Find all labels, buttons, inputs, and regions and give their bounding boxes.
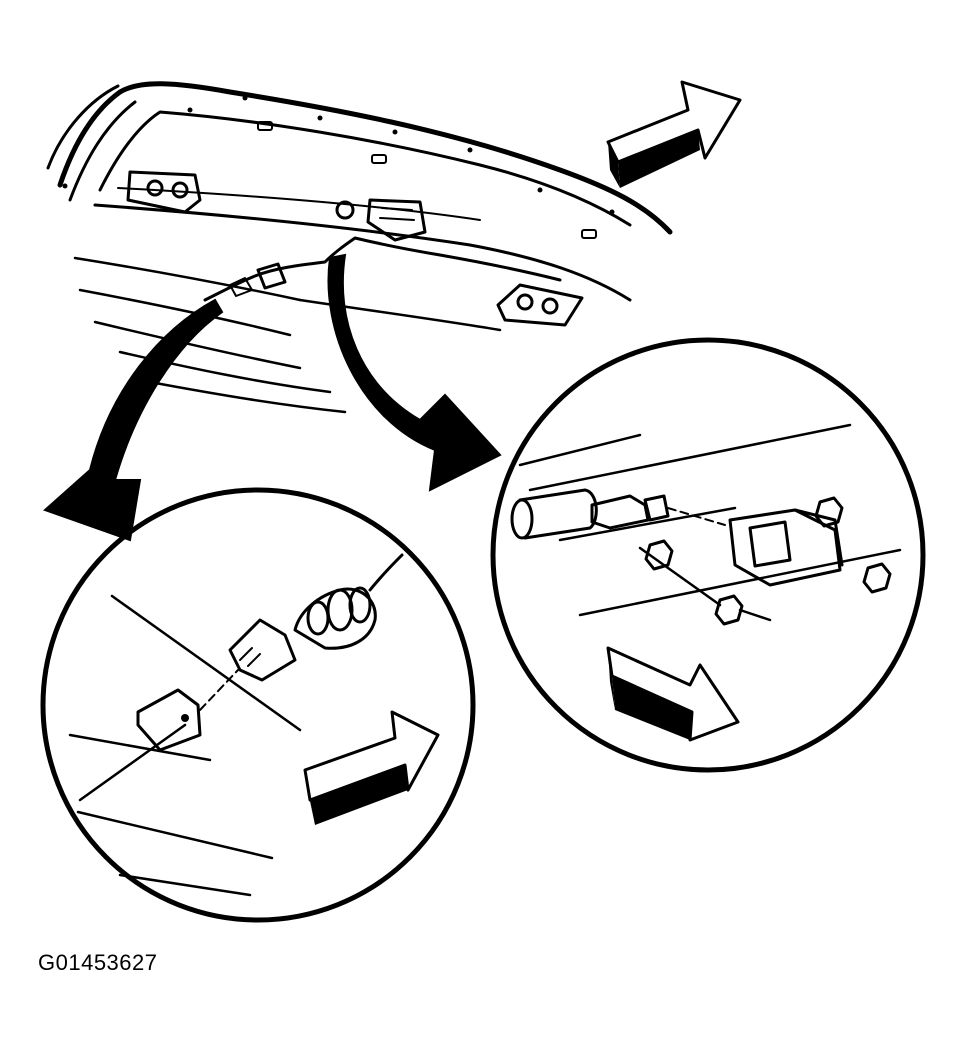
callout-arrow-icon <box>43 253 502 542</box>
figure-id-label: G01453627 <box>38 950 158 975</box>
right-mounting-plate <box>496 283 584 327</box>
wiring-harness <box>203 236 562 302</box>
bracket-detail <box>490 337 926 773</box>
panel-slots <box>257 121 597 239</box>
connector-detail <box>40 487 476 923</box>
panel-rivets <box>62 95 615 215</box>
vehicle-panel-overview <box>46 81 673 414</box>
direction-arrow-icon <box>606 80 742 188</box>
left-mounting-plate <box>126 170 202 214</box>
center-connector-block <box>335 198 427 242</box>
hex-nuts <box>644 496 892 626</box>
